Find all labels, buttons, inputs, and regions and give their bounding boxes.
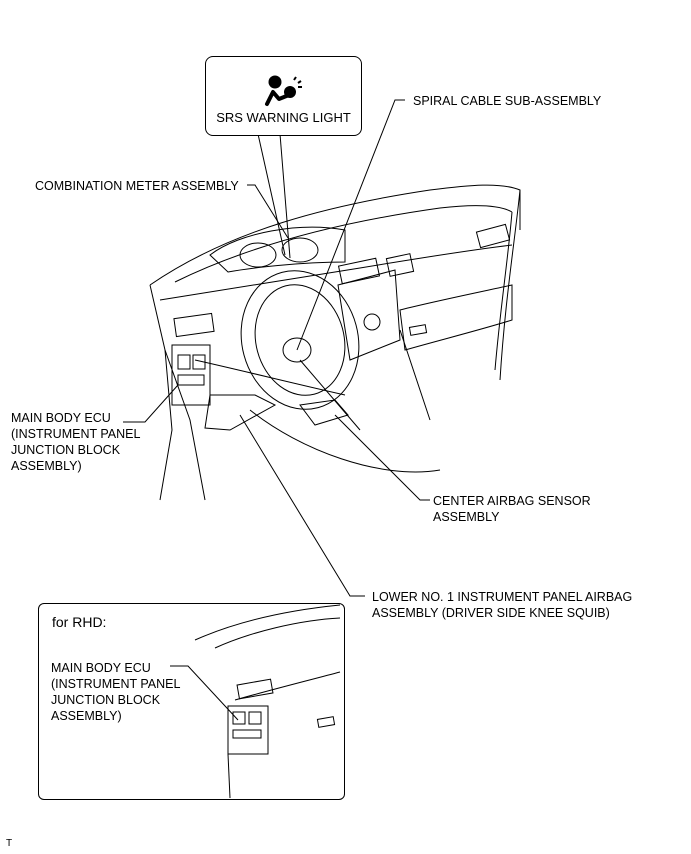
label-main-body-ecu: MAIN BODY ECU (INSTRUMENT PANEL JUNCTION… (11, 411, 141, 473)
inset-junction-block (227, 705, 269, 755)
meter-right (281, 237, 319, 263)
label-lower-knee-airbag: LOWER NO. 1 INSTRUMENT PANEL AIRBAG ASSE… (372, 590, 633, 620)
leader-warning-2 (257, 133, 286, 256)
dash-top-inner (174, 205, 513, 283)
center-airbag-sensor (299, 399, 349, 426)
left-side-panel (164, 349, 206, 501)
meter-hood (209, 226, 346, 273)
leader-knee-airbag (239, 414, 365, 597)
corner-mark: T (6, 838, 13, 849)
dash-lower-edge (159, 244, 513, 301)
a-pillar-right (499, 189, 521, 381)
glovebox-handle (408, 324, 428, 336)
glovebox (399, 284, 513, 351)
center-vent-right (385, 253, 415, 277)
steering-hub (282, 337, 312, 363)
lower-dash-edge (194, 359, 346, 396)
leader-main-body-ecu (123, 384, 179, 423)
label-center-airbag-sensor: CENTER AIRBAG SENSOR ASSEMBLY (433, 494, 591, 524)
inset-dash-inner (214, 617, 341, 649)
rhd-inset-title: for RHD: (52, 614, 107, 630)
srs-warning-light-box: SRS WARNING LIGHT (205, 56, 362, 136)
center-vent-left (337, 257, 381, 285)
knee-airbag-panel (204, 394, 277, 431)
srs-warning-light-label: SRS WARNING LIGHT (216, 110, 351, 125)
inset-dash-top (194, 604, 341, 641)
rhd-inset: for RHD: MAIN BODY ECU (INSTRUMENT PANEL… (38, 603, 345, 800)
label-spiral-cable: SPIRAL CABLE SUB-ASSEMBLY (413, 94, 602, 108)
airbag-warning-icon (265, 75, 302, 106)
center-stack (337, 269, 401, 361)
label-combination-meter: COMBINATION METER ASSEMBLY (35, 179, 239, 193)
leader-spiral-cable (296, 99, 405, 351)
right-vent (475, 223, 511, 249)
leader-center-sensor (334, 414, 430, 501)
steering-column (299, 359, 361, 431)
inset-dash-lower (234, 671, 341, 701)
center-knob (363, 313, 381, 331)
left-vent (173, 312, 215, 338)
inset-glovebox-handle (316, 716, 336, 728)
leader-warning-1 (279, 133, 291, 259)
dash-top-outline (149, 184, 521, 286)
a-pillar-left (149, 284, 173, 501)
junction-block (171, 344, 211, 406)
leader-inset-ecu (170, 665, 239, 721)
steering-wheel-inner (254, 284, 346, 396)
steering-wheel-outer (240, 270, 360, 410)
inset-vent (236, 678, 274, 700)
inset-label-main-body-ecu: MAIN BODY ECU (INSTRUMENT PANEL JUNCTION… (51, 661, 181, 723)
meter-left (239, 242, 277, 268)
leader-combination-meter (247, 184, 289, 239)
floor-line (249, 409, 441, 473)
